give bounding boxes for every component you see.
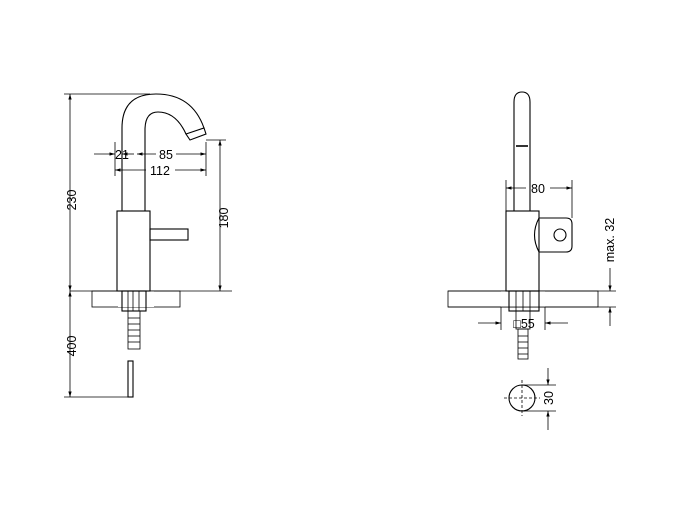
side-counter — [70, 290, 232, 308]
dim-230: 230 — [64, 93, 150, 291]
front-view: 80 max. 32 □55 30 — [447, 91, 617, 430]
side-faucet-body — [116, 172, 189, 292]
dim-max32-label: max. 32 — [603, 218, 617, 263]
dim-230-label: 230 — [65, 190, 79, 211]
hole-detail: 30 — [504, 368, 556, 430]
dim-80-label: 80 — [531, 182, 545, 196]
side-spout — [121, 93, 207, 172]
dim-85-label: 85 — [159, 148, 173, 162]
side-mounting — [121, 290, 147, 398]
dim-horizontal: 21 85 112 — [94, 142, 207, 178]
front-spout — [513, 91, 531, 211]
dim-21-label: 21 — [115, 148, 129, 162]
dim-30-label: 30 — [542, 391, 556, 405]
dim-55-label: □55 — [513, 317, 535, 331]
dim-55: □55 — [478, 307, 568, 331]
front-faucet-body — [505, 210, 573, 292]
front-mounting — [508, 290, 540, 360]
dim-180: 180 — [206, 139, 231, 291]
dim-400: 400 — [64, 291, 130, 398]
side-view: 230 400 180 21 85 112 — [64, 93, 232, 398]
dim-400-label: 400 — [65, 336, 79, 357]
dim-112-label: 112 — [150, 164, 170, 178]
dim-80: 80 — [505, 180, 573, 218]
dim-180-label: 180 — [217, 208, 231, 229]
dim-max32: max. 32 — [598, 218, 617, 326]
